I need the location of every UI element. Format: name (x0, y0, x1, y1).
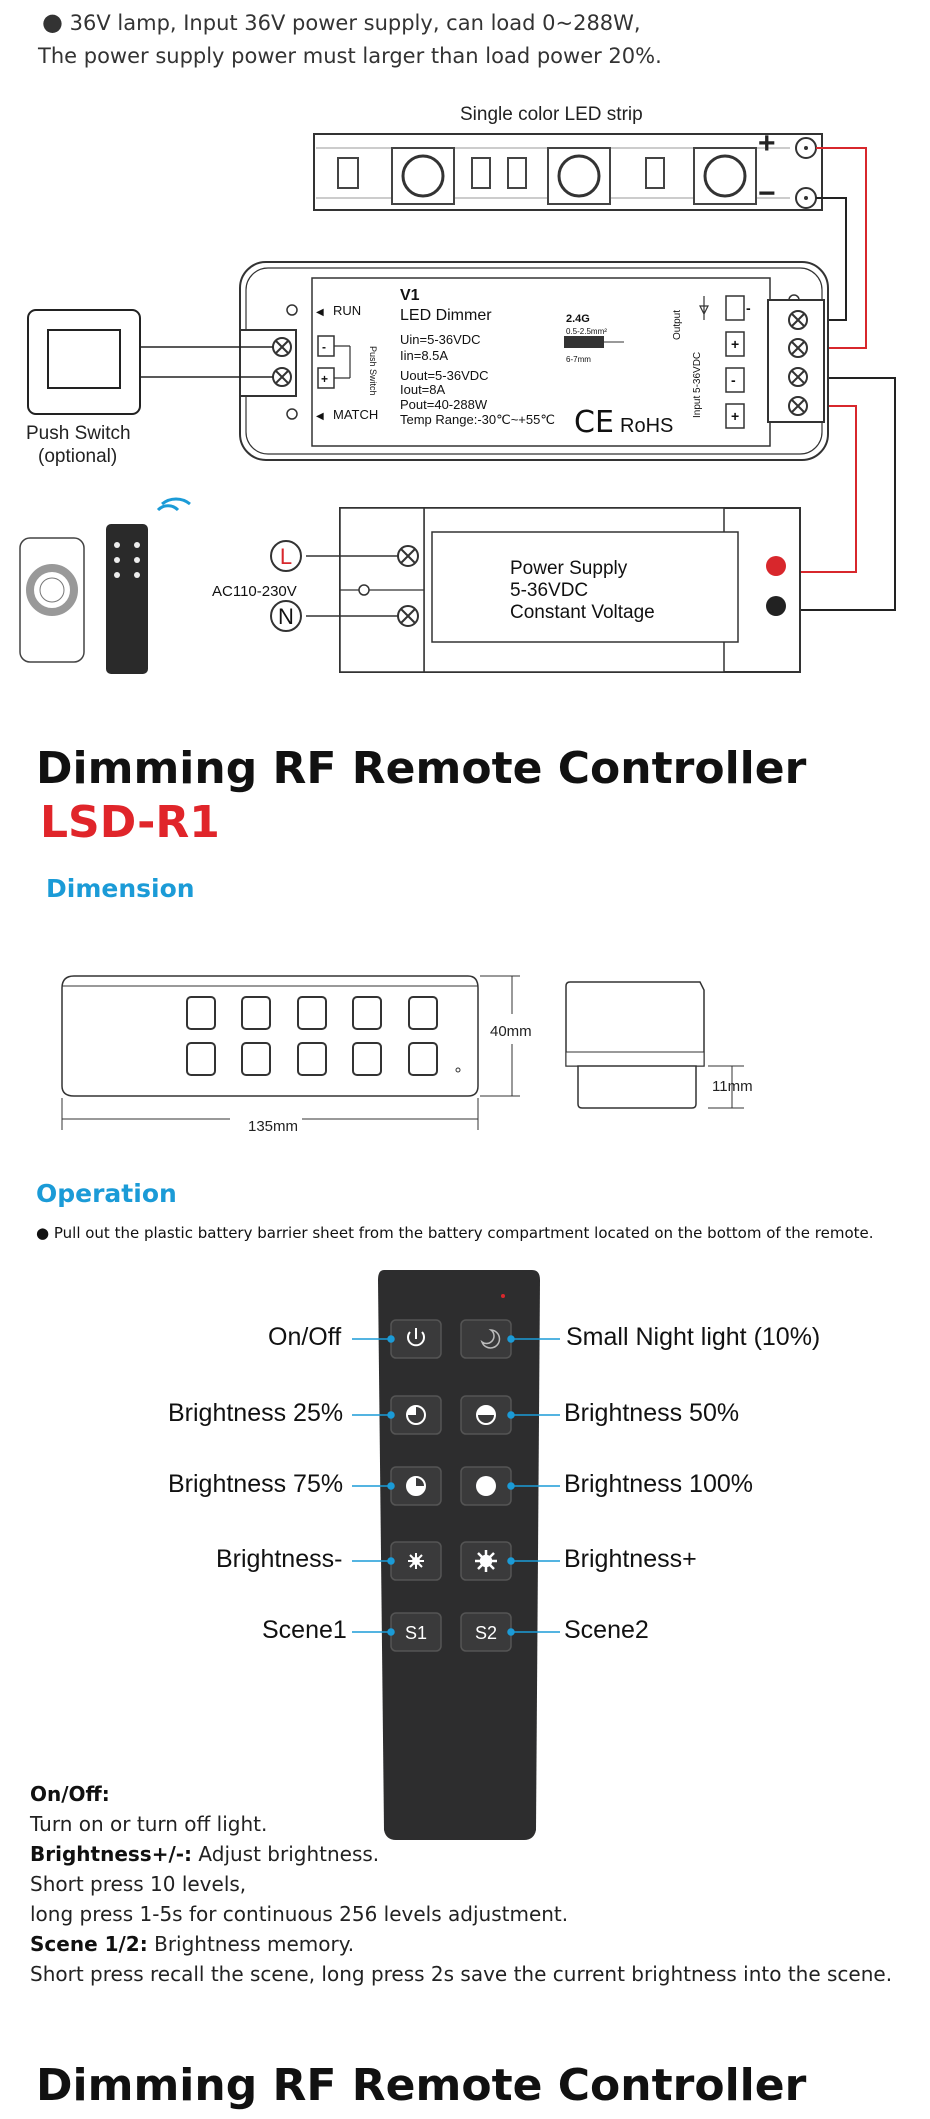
led-dimmer (239, 261, 829, 461)
live-terminal: L (270, 540, 302, 572)
label-brightness-plus: Brightness+ (564, 1545, 697, 1573)
brightness-100-icon (476, 1476, 496, 1496)
push-switch (27, 309, 273, 415)
psu-line-3: Constant Voltage (510, 602, 655, 623)
output-label: Output (672, 310, 683, 340)
rohs-mark: RoHS (620, 415, 673, 437)
psu-line-2: 5-36VDC (510, 580, 588, 601)
brightness-50-icon (476, 1405, 496, 1425)
minus-label: − (758, 177, 776, 210)
svg-text:N: N (278, 604, 294, 629)
dim-height: 40mm (490, 1023, 532, 1040)
strip-title: Single color LED strip (460, 104, 643, 125)
dimmer-temp: Temp Range:-30℃~+55℃ (400, 412, 555, 427)
dimmer-model: V1 (400, 287, 420, 304)
neutral-terminal: N (270, 600, 302, 632)
svg-text:+: + (321, 372, 328, 386)
intro-line-2: The power supply power must larger than … (38, 44, 662, 68)
dimension-heading: Dimension (46, 874, 195, 903)
label-brightness-minus: Brightness- (216, 1545, 343, 1573)
label-night-light: Small Night light (10%) (566, 1323, 821, 1351)
svg-text:+: + (731, 408, 739, 424)
input-label: Input 5-36VDC (692, 352, 703, 418)
scene-note: Short press recall the scene, long press… (30, 1962, 893, 1986)
svg-text:-: - (731, 372, 736, 388)
label-brightness-25: Brightness 25% (168, 1399, 344, 1427)
label-onoff: On/Off (268, 1323, 342, 1351)
model-name: LSD-R1 (40, 797, 220, 848)
long-press-text: long press 1-5s for continuous 256 level… (30, 1902, 569, 1926)
dimmer-uin: Uin=5-36VDC (400, 332, 481, 347)
run-label: RUN (333, 303, 361, 318)
svg-text:L: L (280, 544, 292, 569)
wiring-diagram: ◀ RUN ◀ MATCH V1 LED Dimmer Uin=5-36VDC … (19, 133, 896, 674)
dimmer-iout: Iout=8A (400, 382, 446, 397)
bullet-icon: ● (42, 8, 63, 36)
plus-label: + (758, 127, 776, 160)
label-brightness-75: Brightness 75% (168, 1470, 344, 1498)
dimmer-uout: Uout=5-36VDC (400, 368, 489, 383)
intro-line-1: ● 36V lamp, Input 36V power supply, can … (42, 8, 641, 36)
rf-label: 2.4G (566, 313, 590, 325)
dimmer-iin: Iin=8.5A (400, 348, 448, 363)
s1-button-label: S1 (405, 1623, 427, 1643)
svg-text:◀: ◀ (316, 307, 324, 318)
push-switch-vertical: Push Switch (368, 346, 378, 396)
power-supply (306, 507, 801, 673)
s2-button-label: S2 (475, 1623, 497, 1643)
dim-width: 135mm (248, 1118, 299, 1135)
wire-size: 0.5-2.5mm² (566, 327, 607, 336)
push-switch-label: Push Switch (26, 423, 131, 444)
section2-title: Dimming RF Remote Controller (36, 2060, 807, 2111)
label-scene2: Scene2 (564, 1616, 649, 1644)
label-brightness-100: Brightness 100% (564, 1470, 754, 1498)
push-switch-note: (optional) (38, 446, 118, 467)
ac-voltage: AC110-230V (212, 583, 297, 600)
led-strip (313, 133, 823, 211)
brightness-heading: Brightness+/-: (30, 1842, 193, 1866)
svg-text:-: - (322, 340, 326, 354)
dimmer-name: LED Dimmer (400, 307, 492, 324)
svg-text:+: + (731, 336, 739, 352)
night-moon-icon (480, 1329, 501, 1349)
short-press-text: Short press 10 levels, (30, 1872, 247, 1896)
remote-operation-diagram: S1 S2 (352, 1270, 560, 1840)
brightness-up-icon (475, 1550, 497, 1572)
onoff-heading: On/Off: (30, 1782, 110, 1806)
operation-heading: Operation (36, 1179, 177, 1208)
battery-note: ● Pull out the plastic battery barrier s… (36, 1224, 874, 1242)
svg-text:◀: ◀ (316, 411, 324, 422)
onoff-text: Turn on or turn off light. (30, 1812, 268, 1836)
power-icon (407, 1328, 425, 1347)
ce-mark: CE (574, 405, 614, 440)
strip-length: 6-7mm (566, 355, 591, 364)
dim-depth: 11mm (712, 1078, 753, 1095)
section-title: Dimming RF Remote Controller (36, 743, 807, 794)
dimension-drawing (61, 975, 744, 1130)
label-brightness-50: Brightness 50% (564, 1399, 740, 1427)
brightness-75-icon (406, 1476, 426, 1496)
match-label: MATCH (333, 407, 378, 422)
brightness-down-icon (408, 1553, 424, 1569)
dimmer-pout: Pout=40-288W (400, 397, 488, 412)
brightness-25-icon (406, 1405, 426, 1425)
psu-line-1: Power Supply (510, 558, 628, 579)
brightness-text: Adjust brightness. (192, 1842, 380, 1866)
svg-text:-: - (746, 300, 751, 316)
label-scene1: Scene1 (262, 1616, 347, 1644)
scene-heading: Scene 1/2: (30, 1932, 148, 1956)
remote-thumbnails (19, 497, 191, 674)
function-description: On/Off: Turn on or turn off light. Brigh… (30, 1779, 910, 1989)
scene-text: Brightness memory. (147, 1932, 355, 1956)
